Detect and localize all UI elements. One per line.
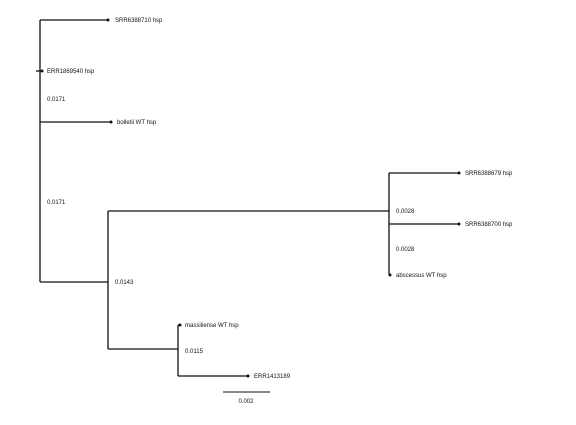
leaf-label-abscessus: abscessus WT hsp bbox=[396, 273, 447, 279]
scale-bar-label: 0.002 bbox=[238, 399, 254, 405]
leaf-label-srr6388679: SRR6388679 hsp bbox=[465, 171, 513, 177]
leaf-label-bolletii: bolletii WT hsp bbox=[117, 120, 157, 126]
leaf-label-err1413189: ERR1413189 bbox=[254, 374, 291, 380]
branch-value-massiliense-clade: 0.0115 bbox=[185, 349, 204, 355]
branch-value-root-lower: 0.0171 bbox=[47, 200, 66, 206]
branch-value-main-clade: 0.0143 bbox=[115, 280, 134, 286]
tip-dot-srr6388679 bbox=[457, 171, 461, 175]
scale-bar: 0.002 bbox=[223, 391, 270, 405]
leaf-labels: SRR6388710 hsp ERR1869540 hsp bolletii W… bbox=[47, 18, 513, 380]
leaf-label-srr6388710: SRR6388710 hsp bbox=[115, 18, 163, 24]
tree-branches bbox=[36, 19, 459, 377]
tip-dot-srr6388710 bbox=[106, 18, 110, 22]
tip-dot-err1869540 bbox=[40, 69, 44, 73]
branch-value-root-upper: 0.0171 bbox=[47, 97, 66, 103]
branch-value-labels: 0.0171 0.0171 0.0143 0.0028 0.0028 0.011… bbox=[47, 97, 415, 355]
tip-markers bbox=[40, 18, 461, 378]
tip-dot-srr6388700 bbox=[457, 222, 461, 226]
tip-dot-abscessus bbox=[388, 273, 392, 277]
branch-value-abscessus-clade-upper: 0.0028 bbox=[396, 209, 415, 215]
leaf-label-massiliense: massiliense WT hsp bbox=[185, 323, 239, 329]
leaf-label-err1869540: ERR1869540 hsp bbox=[47, 69, 95, 75]
tip-dot-bolletii bbox=[109, 120, 113, 124]
tip-dot-massiliense bbox=[178, 323, 182, 327]
tip-dot-err1413189 bbox=[246, 374, 250, 378]
leaf-label-srr6388700: SRR6388700 hsp bbox=[465, 222, 513, 228]
branch-value-abscessus-clade-lower: 0.0028 bbox=[396, 247, 415, 253]
